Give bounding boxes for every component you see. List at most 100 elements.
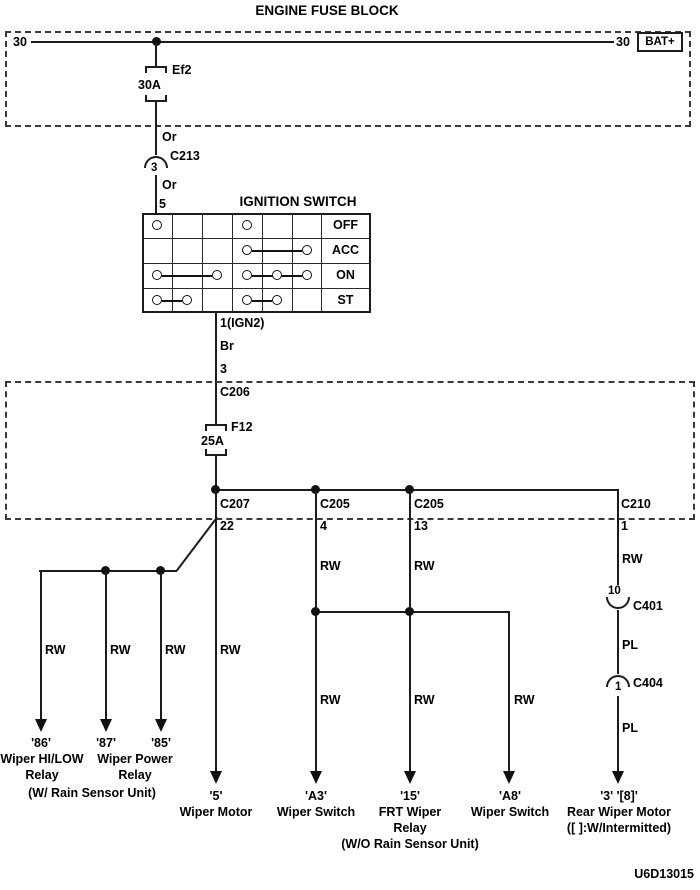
- wire-color-label: RW: [622, 552, 643, 566]
- connector-label: C205: [414, 497, 444, 511]
- switch-contact: [242, 245, 252, 255]
- wire-segment: [215, 313, 217, 424]
- wire-segment: [40, 572, 42, 719]
- wire-segment: [105, 572, 107, 719]
- component-label: Relay: [25, 768, 59, 782]
- connector-c401-symbol: [606, 597, 630, 609]
- junction-dot: [101, 566, 110, 575]
- wire-segment: [176, 516, 219, 572]
- table-grid-line: [144, 288, 369, 289]
- component-label: Relay: [118, 768, 152, 782]
- wire-color-label: RW: [414, 559, 435, 573]
- destination-pin: '3' '[8]': [600, 789, 638, 803]
- connector-pin-label: 10: [608, 585, 621, 597]
- switch-position-label: OFF: [333, 218, 358, 232]
- diagram-title: ENGINE FUSE BLOCK: [255, 3, 399, 18]
- connector-label: C404: [633, 676, 663, 690]
- destination-pin: '85': [151, 736, 171, 750]
- connector-label: C401: [633, 599, 663, 613]
- component-label: Wiper Power: [97, 752, 173, 766]
- destination-pin: 'A8': [499, 789, 521, 803]
- wire-color-label: Br: [220, 339, 234, 353]
- pin-label: 4: [320, 519, 327, 533]
- switch-contact: [242, 220, 252, 230]
- wire-color-label: RW: [165, 643, 186, 657]
- component-label: Wiper Switch: [470, 805, 550, 819]
- pin-label: 30: [616, 35, 630, 49]
- fuse-f12-symbol-bottom: [205, 449, 227, 456]
- switch-position-label: ACC: [331, 243, 360, 257]
- fuse-rating-label: 30A: [138, 78, 161, 92]
- connector-label: C205: [320, 497, 350, 511]
- table-grid-line: [144, 263, 369, 264]
- wire-color-label: Or: [162, 130, 177, 144]
- bus-wire: [31, 41, 614, 43]
- wire-segment: [617, 610, 619, 674]
- junction-dot: [311, 607, 320, 616]
- pin-label: 1(IGN2): [220, 316, 265, 330]
- fuse-name-label: Ef2: [172, 63, 192, 77]
- fuse-name-label: F12: [231, 420, 253, 434]
- junction-dot: [152, 37, 161, 46]
- connector-label: C210: [621, 497, 651, 511]
- component-label: Wiper HI/LOW: [0, 752, 84, 766]
- switch-contact: [242, 295, 252, 305]
- switch-contact: [272, 270, 282, 280]
- ignition-switch-title: IGNITION SWITCH: [239, 194, 357, 209]
- component-label: Wiper Switch: [276, 805, 356, 819]
- component-label: Wiper Motor: [179, 805, 253, 819]
- battery-terminal: BAT+: [637, 32, 683, 52]
- wire-segment: [215, 491, 217, 771]
- wire-segment: [155, 102, 157, 155]
- contact-link: [162, 275, 212, 277]
- bus-wire: [215, 489, 619, 491]
- switch-contact: [302, 270, 312, 280]
- destination-pin: '86': [31, 736, 51, 750]
- table-grid-line: [144, 238, 369, 239]
- ignition-switch-table: [142, 213, 371, 313]
- note-label: (W/ Rain Sensor Unit): [28, 786, 156, 800]
- fuse-rating-label: 25A: [201, 434, 224, 448]
- wire-segment: [155, 175, 157, 213]
- junction-dot: [405, 607, 414, 616]
- switch-position-label: ON: [336, 268, 355, 282]
- switch-contact: [302, 245, 312, 255]
- pin-label: 3: [220, 362, 227, 376]
- pin-label: 22: [220, 519, 234, 533]
- contact-link: [162, 300, 182, 302]
- destination-pin: '15': [400, 789, 420, 803]
- arrow-down-icon: [35, 719, 47, 732]
- connector-pin-label: 3: [151, 162, 158, 174]
- pin-label: 13: [414, 519, 428, 533]
- switch-contact: [242, 270, 252, 280]
- wire-segment: [617, 491, 619, 585]
- wire-segment: [160, 572, 162, 719]
- junction-dot: [311, 485, 320, 494]
- connector-label: C206: [220, 385, 250, 399]
- connector-label: C207: [220, 497, 250, 511]
- fuse-f12-symbol-top: [205, 424, 227, 431]
- engine-fuse-block-boundary: [5, 31, 691, 127]
- connector-label: C213: [170, 149, 200, 163]
- pin-label: 1: [621, 519, 628, 533]
- arrow-down-icon: [612, 771, 624, 784]
- contact-link: [252, 250, 302, 252]
- wire-color-label: Or: [162, 178, 177, 192]
- switch-contact: [182, 295, 192, 305]
- switch-contact: [272, 295, 282, 305]
- diagram-code: U6D13015: [634, 867, 694, 881]
- component-label: Relay: [393, 821, 427, 835]
- destination-pin: '87': [96, 736, 116, 750]
- wire-color-label: RW: [514, 693, 535, 707]
- component-label: FRT Wiper: [378, 805, 442, 819]
- wire-segment: [155, 43, 157, 66]
- note-label: ([ ]:W/Intermitted): [566, 821, 672, 835]
- arrow-down-icon: [503, 771, 515, 784]
- junction-dot: [211, 485, 220, 494]
- wire-color-label: RW: [320, 693, 341, 707]
- wire-color-label: RW: [414, 693, 435, 707]
- fuse-ef2-symbol-top: [145, 66, 167, 73]
- switch-contact: [212, 270, 222, 280]
- switch-contact: [152, 220, 162, 230]
